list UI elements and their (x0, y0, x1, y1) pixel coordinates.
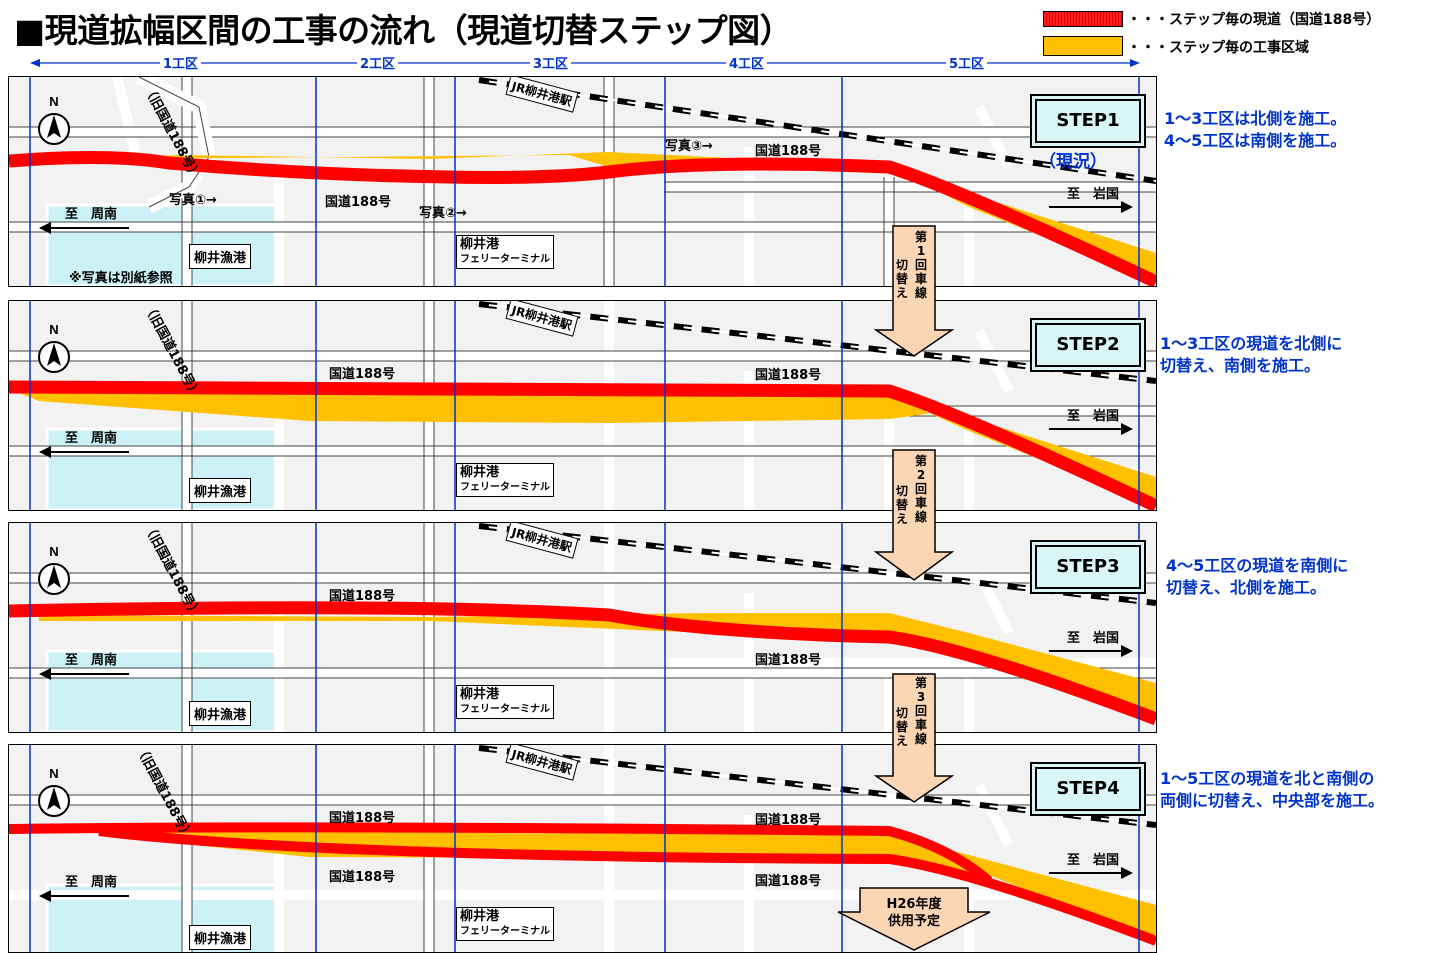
legend-road-label: ・・・ステップ毎の現道（国道188号） (1127, 12, 1381, 28)
to-shunan-label: 至 周南 (65, 431, 118, 446)
route-label: 国道188号 (329, 367, 396, 382)
svg-text:N: N (49, 95, 58, 109)
to-shunan-label: 至 周南 (65, 875, 118, 890)
completion-text: H26年度供用予定 (886, 897, 942, 929)
step-badge: STEP3 (1035, 545, 1141, 589)
route-label: 国道188号 (329, 589, 396, 604)
north-arrow-icon: N (38, 545, 70, 595)
photo-note: ※写真は別紙参照 (69, 271, 173, 286)
ferry-terminal-label: 柳井港フェリーターミナル (456, 685, 554, 719)
step2-note: 1～3工区の現道を北側に切替え、南側を施工。 (1160, 334, 1343, 375)
step-badge: STEP1 (1035, 99, 1141, 143)
ferry-terminal-label: 柳井港フェリーターミナル (456, 907, 554, 941)
step-badge: STEP2 (1035, 323, 1141, 367)
to-shunan-label: 至 周南 (65, 207, 118, 222)
step2-map (9, 301, 1156, 510)
svg-text:N: N (49, 545, 58, 559)
photo-label-1: 写真①→ (169, 193, 217, 208)
harbor-label: 柳井漁港 (189, 925, 252, 950)
to-iwakuni-label: 至 岩国 (1067, 853, 1120, 868)
switch-text-1-left: 切替え (895, 258, 908, 300)
route-label: 国道188号 (329, 811, 396, 826)
step1-note: 1～3工区は北側を施工。4～5工区は南側を施工。 (1164, 109, 1347, 150)
zone-label-1: 1工区 (160, 53, 202, 72)
step3-note: 4～5工区の現道を南側に切替え、北側を施工。 (1166, 556, 1349, 597)
legend-work-label: ・・・ステップ毎の工事区域 (1127, 40, 1309, 56)
step1-panel: N （旧国道188号） 国道188号 国道188号 写真①→ 写真②→ 写真③→… (8, 76, 1157, 287)
to-shunan-label: 至 周南 (65, 653, 118, 668)
north-arrow-icon: N (38, 323, 70, 373)
to-iwakuni-label: 至 岩国 (1067, 409, 1120, 424)
route-label: 国道188号 (329, 870, 396, 885)
zone-label-4: 4工区 (726, 53, 768, 72)
zone-label-3: 3工区 (530, 53, 572, 72)
svg-text:N: N (49, 767, 58, 781)
route-label: 国道188号 (755, 874, 822, 889)
route-label: 国道188号 (755, 144, 822, 159)
step4-panel: N （旧国道188号） 国道188号 国道188号 国道188号 国道188号 … (8, 744, 1157, 953)
north-arrow-icon: N (38, 767, 70, 817)
harbor-label: 柳井漁港 (189, 701, 252, 726)
legend-work-swatch (1043, 36, 1123, 56)
switch-text-2-left: 切替え (895, 484, 908, 526)
route-label: 国道188号 (755, 368, 822, 383)
to-iwakuni-label: 至 岩国 (1067, 187, 1120, 202)
ferry-terminal-label: 柳井港フェリーターミナル (456, 235, 554, 269)
route-label: 国道188号 (325, 195, 392, 210)
current-state-label: （現況） (1039, 152, 1107, 172)
switch-text-3-left: 切替え (895, 706, 908, 748)
step2-panel: N （旧国道188号） 国道188号 国道188号 JR柳井港駅 柳井漁港 柳井… (8, 300, 1157, 511)
to-iwakuni-label: 至 岩国 (1067, 631, 1120, 646)
ferry-terminal-label: 柳井港フェリーターミナル (456, 463, 554, 497)
zone-label-2: 2工区 (357, 53, 399, 72)
zone-label-5: 5工区 (946, 53, 988, 72)
step3-map (9, 523, 1156, 732)
photo-label-3: 写真③→ (665, 139, 713, 154)
harbor-label: 柳井漁港 (189, 478, 252, 503)
harbor-label: 柳井漁港 (189, 244, 252, 269)
step4-note: 1～5工区の現道を北と南側の両側に切替え、中央部を施工。 (1160, 769, 1385, 810)
north-arrow-icon: N (38, 95, 70, 145)
page-title: ■現道拡幅区間の工事の流れ（現道切替ステップ図） (14, 11, 793, 50)
route-label: 国道188号 (755, 653, 822, 668)
step3-panel: N （旧国道188号） 国道188号 国道188号 JR柳井港駅 柳井漁港 柳井… (8, 522, 1157, 733)
route-label: 国道188号 (755, 813, 822, 828)
legend-road-swatch (1043, 11, 1123, 27)
step1-map (9, 77, 1156, 286)
svg-text:N: N (49, 323, 58, 337)
step-badge: STEP4 (1035, 767, 1141, 811)
photo-label-2: 写真②→ (419, 206, 467, 221)
step4-map (9, 745, 1156, 952)
